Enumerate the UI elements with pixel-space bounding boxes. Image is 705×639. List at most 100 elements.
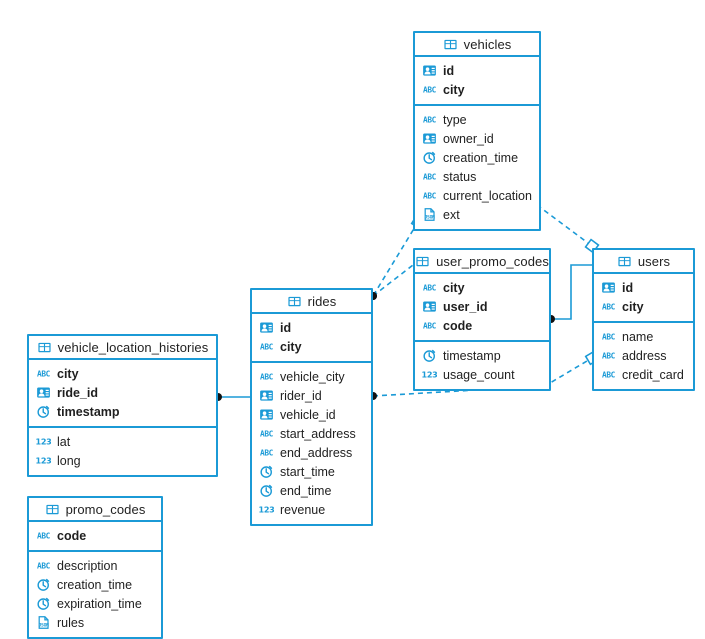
entity-title: rides	[307, 293, 337, 309]
123-number-icon: 123	[259, 502, 274, 517]
relationship-rides-user_promo_codes[interactable]	[369, 264, 414, 300]
field-label: description	[57, 558, 118, 573]
entity-header[interactable]: promo_codes	[29, 498, 161, 522]
field-label: name	[622, 329, 654, 344]
column-field-creation_time[interactable]: creation_time	[415, 148, 539, 167]
field-label: user_id	[443, 299, 488, 314]
primary-key-field-ride_id[interactable]: ride_id	[29, 383, 216, 402]
entity-header[interactable]: vehicle_location_histories	[29, 336, 216, 360]
field-label: city	[57, 366, 79, 381]
field-label: lat	[57, 434, 71, 449]
primary-key-field-id[interactable]: id	[594, 278, 693, 297]
field-label: usage_count	[443, 367, 515, 382]
svg-text:ABC: ABC	[423, 115, 437, 124]
id-card-icon	[422, 63, 437, 78]
entity-header[interactable]: user_promo_codes	[415, 250, 549, 274]
primary-key-field-id[interactable]: id	[415, 61, 539, 80]
column-field-rider_id[interactable]: rider_id	[252, 386, 371, 405]
field-label: city	[443, 280, 465, 295]
clock-icon	[36, 596, 51, 611]
column-field-expiration_time[interactable]: expiration_time	[29, 594, 161, 613]
table-grid-icon	[617, 254, 632, 269]
clock-icon	[422, 150, 437, 165]
abc-text-icon: ABC	[259, 369, 274, 384]
abc-text-icon: ABC	[601, 329, 616, 344]
primary-key-field-city[interactable]: ABC city	[252, 337, 371, 356]
entity-header[interactable]: vehicles	[415, 33, 539, 57]
field-label: end_address	[280, 445, 353, 460]
id-card-icon	[259, 407, 274, 422]
svg-text:123: 123	[259, 506, 274, 515]
field-label: creation_time	[443, 150, 519, 165]
column-field-end_address[interactable]: ABC end_address	[252, 443, 371, 462]
relationship-line	[536, 204, 593, 247]
clock-icon	[422, 348, 437, 363]
column-field-timestamp[interactable]: timestamp	[415, 346, 549, 365]
entity-header[interactable]: users	[594, 250, 693, 274]
field-label: credit_card	[622, 367, 684, 382]
column-field-start_time[interactable]: start_time	[252, 462, 371, 481]
column-field-owner_id[interactable]: owner_id	[415, 129, 539, 148]
primary-key-field-id[interactable]: id	[252, 318, 371, 337]
field-label: id	[443, 63, 455, 78]
relationship-vehicles-users[interactable]	[533, 201, 600, 254]
field-label: rider_id	[280, 388, 322, 403]
clock-icon	[36, 577, 51, 592]
svg-text:ABC: ABC	[260, 448, 274, 457]
svg-text:ABC: ABC	[37, 531, 51, 540]
column-field-lat[interactable]: 123 lat	[29, 432, 216, 451]
entity-title: users	[637, 253, 671, 269]
field-label: vehicle_id	[280, 407, 336, 422]
entity-header[interactable]: rides	[252, 290, 371, 314]
svg-text:ABC: ABC	[260, 342, 274, 351]
relationship-user_promo_codes-users[interactable]	[547, 264, 592, 323]
table-grid-icon	[45, 502, 60, 517]
column-field-end_time[interactable]: end_time	[252, 481, 371, 500]
relationship-vehicle_location_histories-rides[interactable]	[214, 393, 250, 401]
field-label: id	[280, 320, 292, 335]
abc-text-icon: ABC	[422, 318, 437, 333]
field-label: rules	[57, 615, 85, 630]
123-number-icon: 123	[36, 434, 51, 449]
abc-text-icon: ABC	[422, 112, 437, 127]
svg-text:ABC: ABC	[423, 172, 437, 181]
svg-text:ABC: ABC	[602, 351, 616, 360]
column-field-name[interactable]: ABC name	[594, 327, 693, 346]
field-label: city	[280, 339, 302, 354]
primary-key-field-timestamp[interactable]: timestamp	[29, 402, 216, 421]
primary-key-field-user_id[interactable]: user_id	[415, 297, 549, 316]
column-field-creation_time[interactable]: creation_time	[29, 575, 161, 594]
abc-text-icon: ABC	[259, 426, 274, 441]
column-field-vehicle_id[interactable]: vehicle_id	[252, 405, 371, 424]
